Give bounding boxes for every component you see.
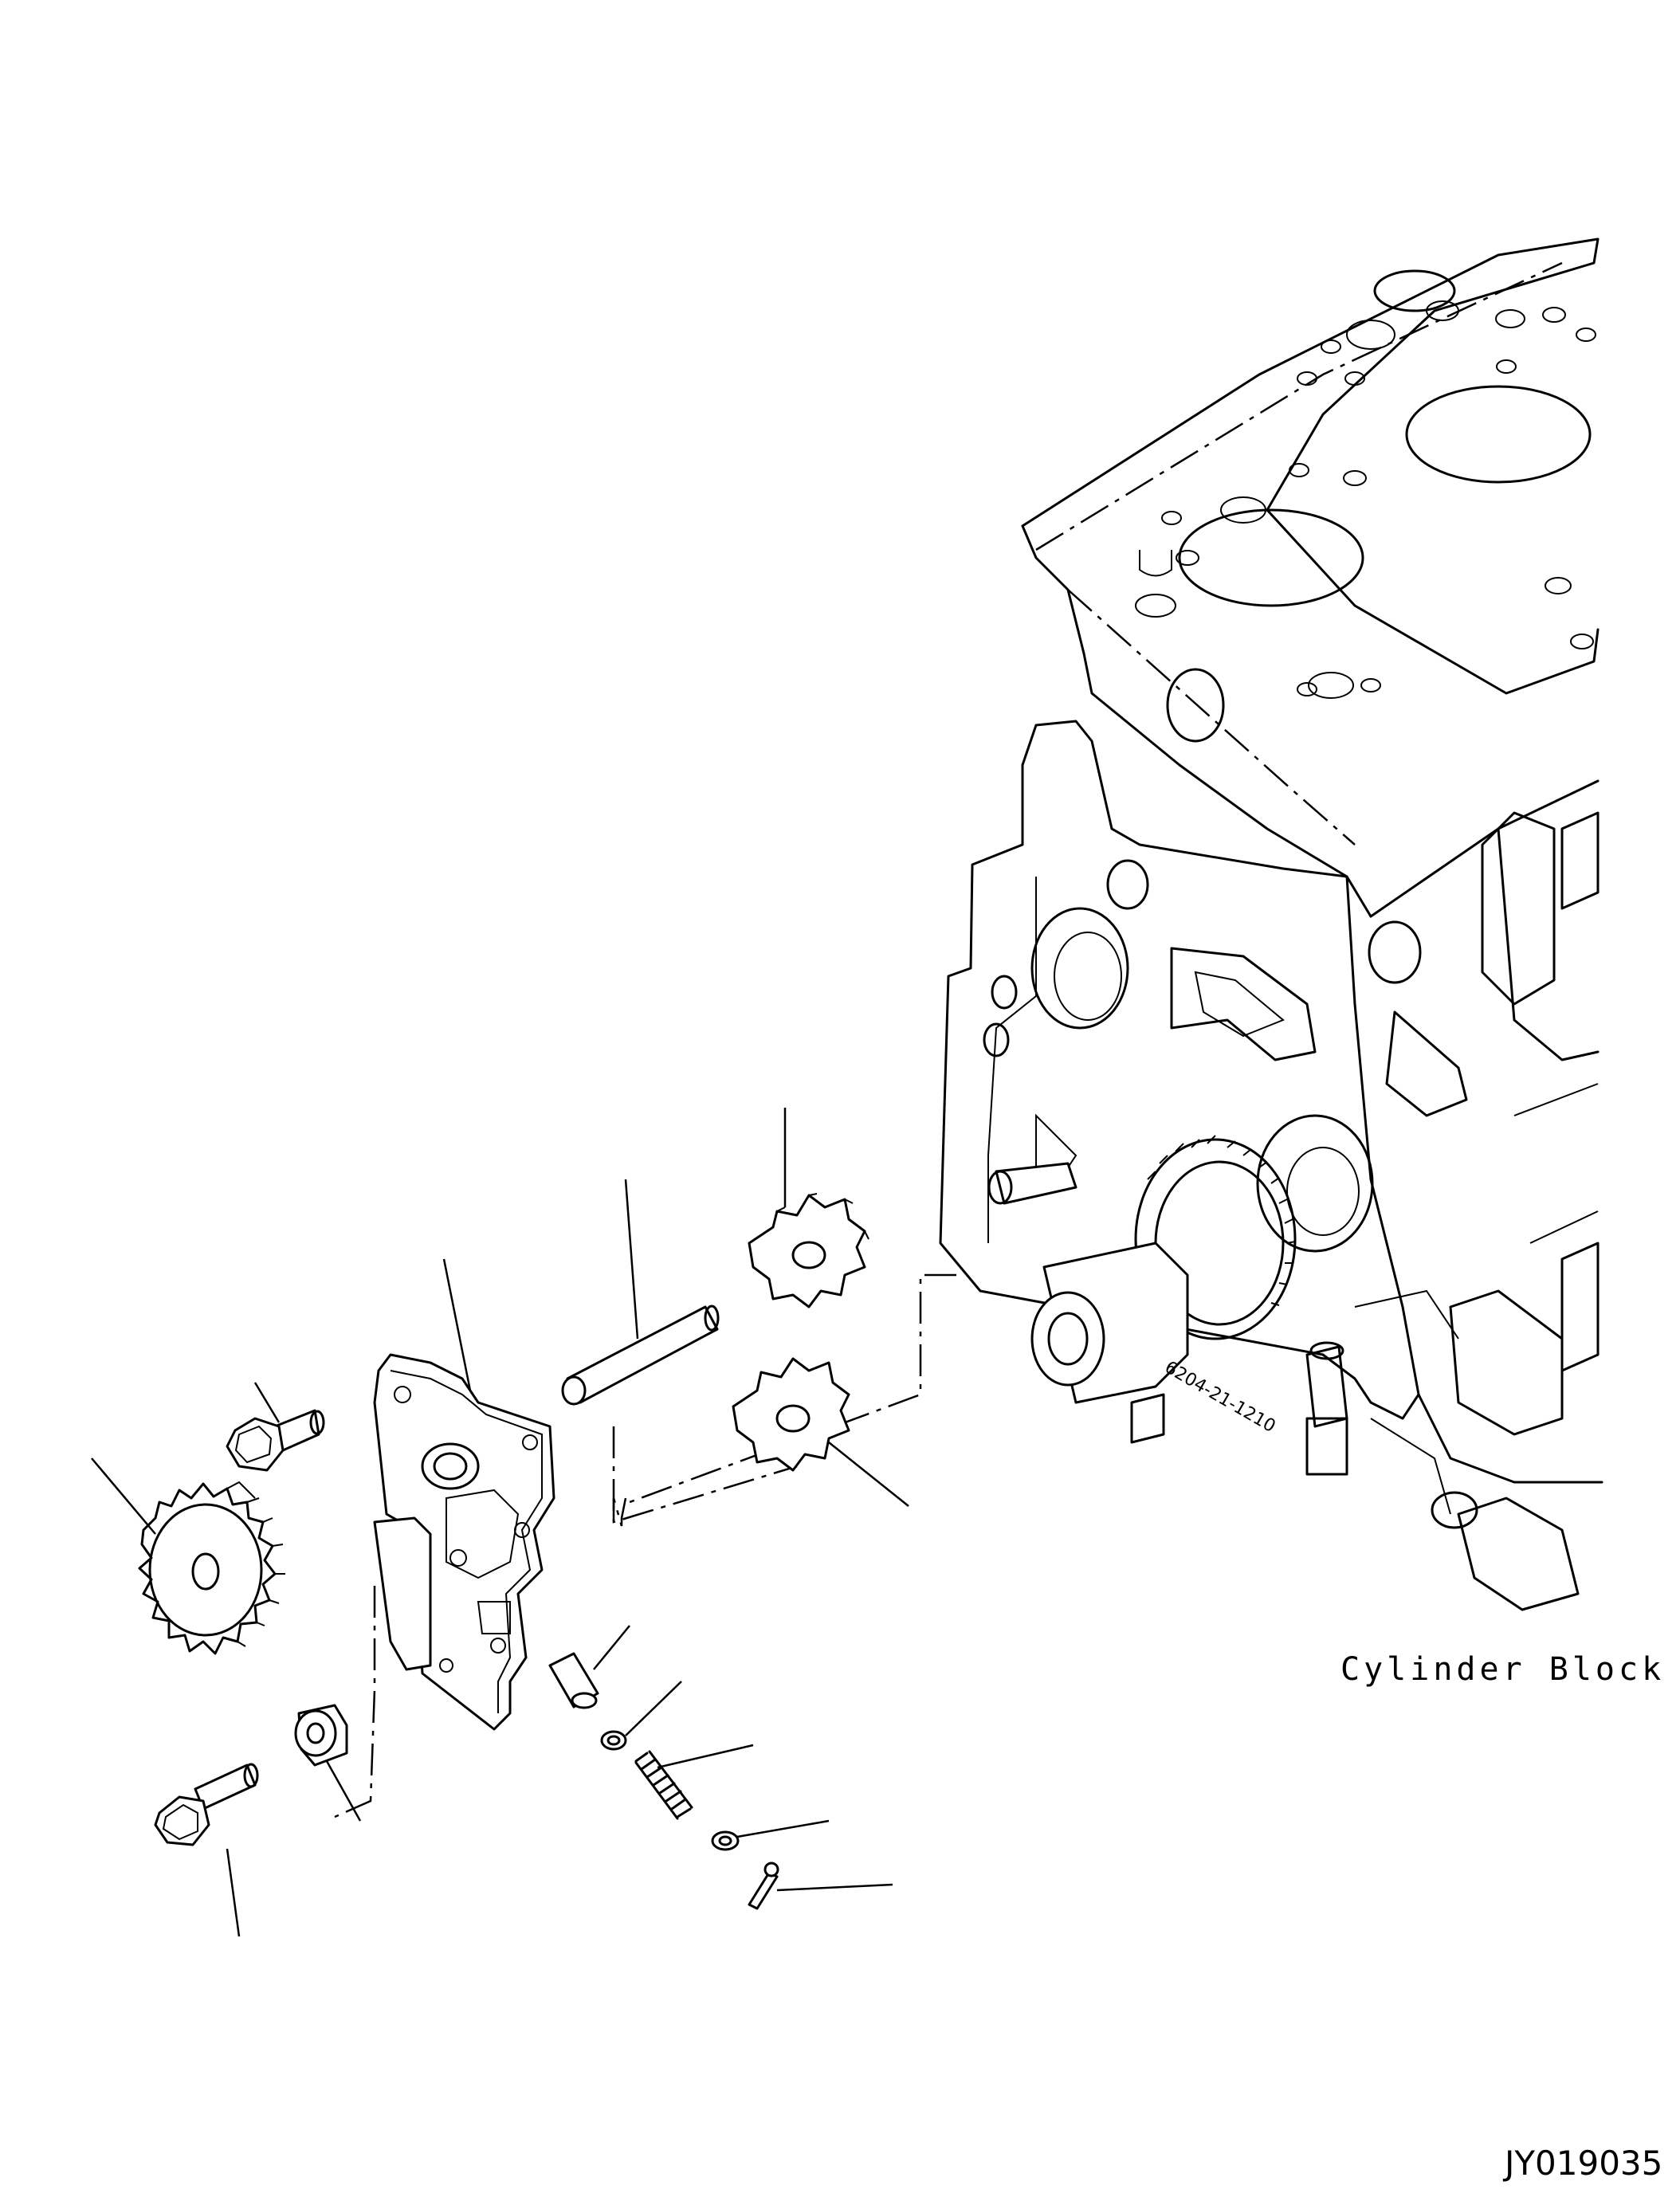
cotter-pin bbox=[748, 1862, 779, 1910]
oil-pump-drive-gear bbox=[138, 1481, 285, 1655]
flange-bolt-upper bbox=[226, 1409, 325, 1472]
leader-lines bbox=[91, 1108, 909, 1937]
inner-rotor-gear-lower bbox=[732, 1357, 850, 1472]
cylinder-block: 6204-21-1210 bbox=[939, 237, 1603, 1611]
oil-pump-cover bbox=[373, 1353, 555, 1731]
washer-upper bbox=[600, 1730, 627, 1751]
bushing-collar bbox=[294, 1704, 348, 1767]
relief-valve-plunger bbox=[548, 1652, 599, 1709]
relief-valve-spring bbox=[634, 1750, 693, 1820]
inner-rotor-gear-upper bbox=[748, 1193, 869, 1308]
washer-lower bbox=[711, 1830, 740, 1851]
block-part-number-stamp: 6204-21-1210 bbox=[1161, 1358, 1278, 1438]
flange-bolt-lower bbox=[154, 1763, 259, 1846]
pump-shaft bbox=[561, 1304, 720, 1406]
cylinder-block-caption: Cylinder Block bbox=[1340, 1651, 1666, 1688]
figure-code: JY019035 bbox=[1505, 2144, 1663, 2183]
